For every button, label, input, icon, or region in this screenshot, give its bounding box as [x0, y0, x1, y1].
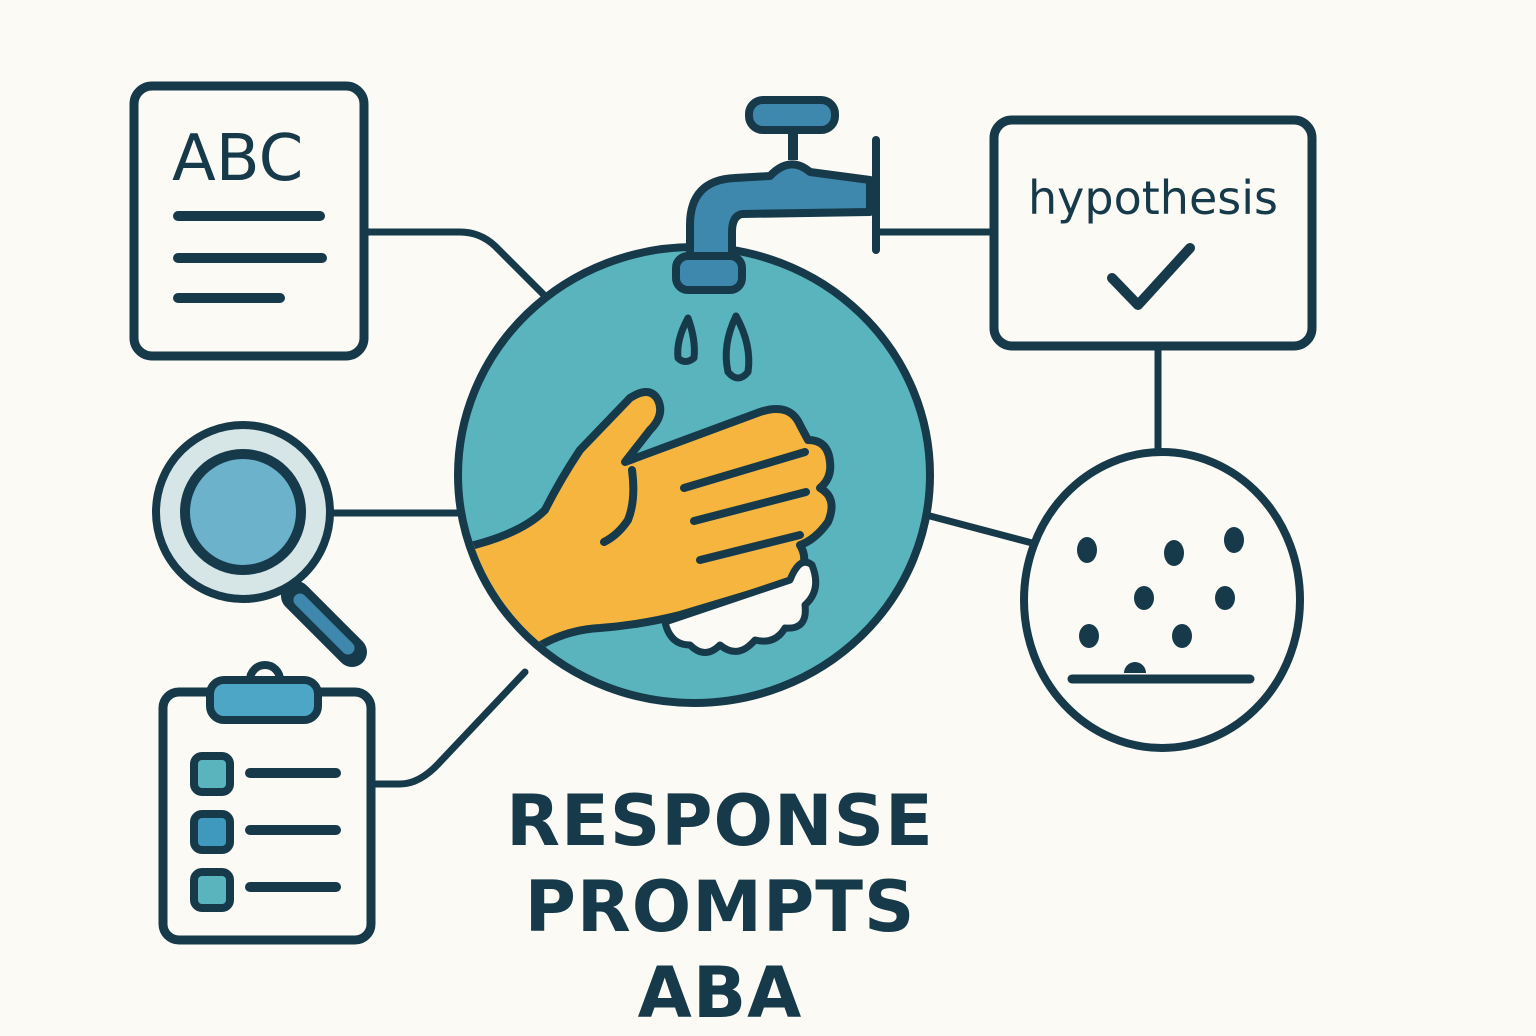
- checkmark-icon: [1107, 243, 1195, 310]
- page-title: RESPONSE PROMPTS ABA: [440, 778, 1000, 1036]
- hypothesis-card: hypothesis: [989, 115, 1317, 351]
- connector-checklist: [368, 668, 529, 788]
- connector-abc: [360, 228, 549, 300]
- scatter-dots-icon: [1020, 448, 1304, 752]
- checklist-item: [190, 810, 341, 854]
- title-line-2: PROMPTS ABA: [524, 866, 916, 1034]
- water-drop-icon: [674, 314, 698, 365]
- clipboard-checklist-icon: [158, 661, 376, 945]
- checklist-item: [190, 868, 341, 912]
- abc-document-icon: ABC: [129, 81, 369, 361]
- title-line-1: RESPONSE: [506, 780, 934, 862]
- soap-foam: [661, 558, 820, 656]
- connector-plot: [926, 512, 1040, 548]
- checklist-item: [190, 752, 341, 796]
- faucet-icon: [672, 96, 880, 294]
- magnifying-glass-icon: [152, 421, 367, 667]
- abc-label: ABC: [172, 122, 303, 196]
- water-drop-icon: [722, 312, 753, 382]
- hypothesis-label: hypothesis: [1028, 171, 1278, 225]
- handwashing-faucet-icon: [454, 243, 934, 707]
